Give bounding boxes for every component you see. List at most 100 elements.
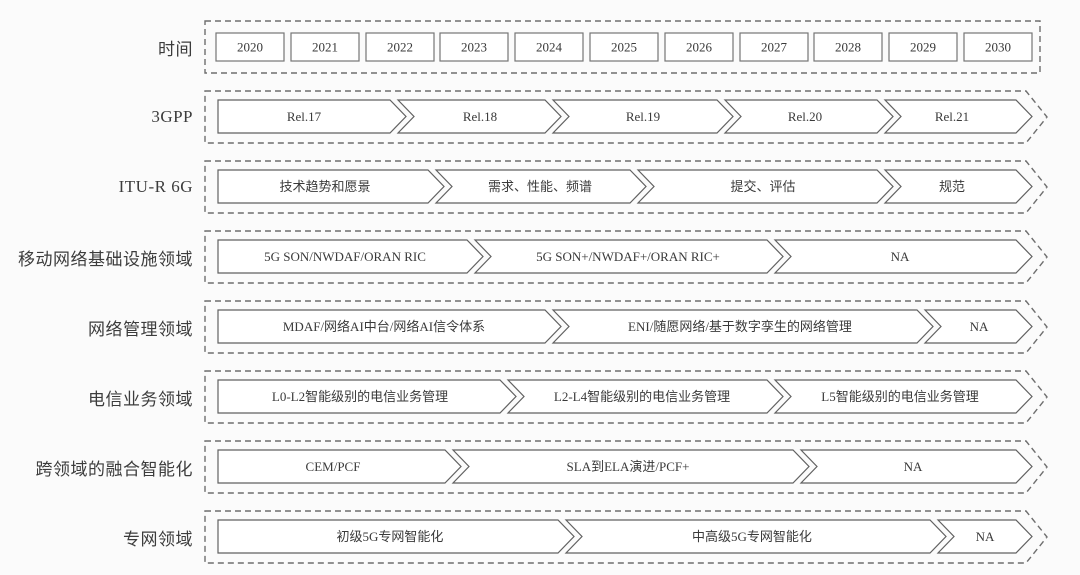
- year-box: 2023: [439, 32, 509, 62]
- arrow-shape: [396, 99, 562, 134]
- dashed-outline: [204, 370, 1048, 424]
- row-canvas: 2020 2021 2022 2023 2024: [204, 20, 1041, 74]
- year-box: 2026: [664, 32, 734, 62]
- arrow-segment: 技术趋势和愿景: [217, 169, 445, 204]
- arrow-segment: 提交、评估: [636, 169, 894, 204]
- year-label: 2024: [536, 40, 563, 55]
- arrow-segment: NA: [936, 519, 1033, 554]
- segment-label: NA: [904, 459, 923, 474]
- segment-label: 5G SON+/NWDAF+/ORAN RIC+: [536, 249, 720, 264]
- arrow-segment: NA: [773, 239, 1033, 274]
- arrow-segment: ENI/随愿网络/基于数字孪生的网络管理: [551, 309, 934, 344]
- dashed-outline: [204, 440, 1048, 494]
- arrow-shape: [217, 449, 462, 484]
- year-box-shape: [888, 32, 958, 62]
- row-content: 技术趋势和愿景 需求、性能、频谱 提交、评估 规范: [200, 159, 1080, 215]
- row-network-management: 网络管理领域 MDAF/网络AI中台/网络AI信令体系 ENI/随愿网络/基于数…: [0, 299, 1080, 355]
- arrow-shape: [923, 309, 1033, 344]
- segment-label: Rel.21: [935, 109, 969, 124]
- arrow-segment: CEM/PCF: [217, 449, 462, 484]
- arrow-segment: NA: [799, 449, 1033, 484]
- row-label: 电信业务领域: [88, 389, 193, 409]
- row-label: 专网领域: [123, 529, 193, 549]
- year-box: 2030: [963, 32, 1033, 62]
- dashed-outline: [204, 510, 1048, 564]
- arrow-shape: [773, 379, 1033, 414]
- arrow-shape: [564, 519, 947, 554]
- row-content: 2020 2021 2022 2023 2024: [200, 19, 1080, 75]
- row-label: ITU-R 6G: [118, 177, 193, 196]
- segment-label: 初级5G专网智能化: [337, 529, 444, 544]
- arrow-shape: [217, 309, 562, 344]
- year-box-shape: [439, 32, 509, 62]
- year-box-shape: [514, 32, 584, 62]
- row-mobile-network-infrastructure: 移动网络基础设施领域 5G SON/NWDAF/ORAN RIC 5G SON+…: [0, 229, 1080, 285]
- arrow-segment: Rel.17: [217, 99, 407, 134]
- row-canvas: L0-L2智能级别的电信业务管理 L2-L4智能级别的电信业务管理 L5智能级别…: [204, 370, 1048, 424]
- segment-label: Rel.19: [626, 109, 660, 124]
- year-label: 2028: [835, 40, 861, 55]
- segment-label: CEM/PCF: [306, 459, 361, 474]
- row-itu-r-6g: ITU-R 6G 技术趋势和愿景 需求、性能、频谱 提交、评估: [0, 159, 1080, 215]
- arrow-shape: [217, 379, 517, 414]
- segment-label: NA: [891, 249, 910, 264]
- year-box: 2021: [290, 32, 360, 62]
- arrow-shape: [217, 519, 575, 554]
- year-box: 2020: [215, 32, 285, 62]
- segment-label: L5智能级别的电信业务管理: [821, 389, 978, 404]
- row-label: 时间: [158, 39, 193, 59]
- segment-label: Rel.18: [463, 109, 497, 124]
- arrow-shape: [551, 309, 934, 344]
- arrow-segment: SLA到ELA演进/PCF+: [451, 449, 810, 484]
- row-label: 网络管理领域: [88, 319, 193, 339]
- year-box: 2028: [813, 32, 883, 62]
- arrow-shape: [799, 449, 1033, 484]
- row-canvas: Rel.17 Rel.18 Rel.19 Rel.20 Rel.21: [204, 90, 1048, 144]
- arrow-segment: 需求、性能、频谱: [434, 169, 647, 204]
- segment-label: L0-L2智能级别的电信业务管理: [272, 389, 448, 404]
- segment-label: 规范: [939, 179, 965, 194]
- segment-label: 提交、评估: [730, 179, 795, 194]
- row-canvas: 技术趋势和愿景 需求、性能、频谱 提交、评估 规范: [204, 160, 1048, 214]
- arrow-segment: 5G SON/NWDAF/ORAN RIC: [217, 239, 484, 274]
- arrow-segment: Rel.21: [883, 99, 1033, 134]
- arrow-shape: [451, 449, 810, 484]
- row-content: MDAF/网络AI中台/网络AI信令体系 ENI/随愿网络/基于数字孪生的网络管…: [200, 299, 1080, 355]
- row-private-network: 专网领域 初级5G专网智能化 中高级5G专网智能化 NA: [0, 509, 1080, 565]
- arrow-shape: [723, 99, 894, 134]
- row-content: Rel.17 Rel.18 Rel.19 Rel.20 Rel.21: [200, 89, 1080, 145]
- year-label: 2026: [686, 40, 713, 55]
- row-canvas: 初级5G专网智能化 中高级5G专网智能化 NA: [204, 510, 1048, 564]
- arrow-shape: [936, 519, 1033, 554]
- arrow-segment: Rel.19: [551, 99, 734, 134]
- dashed-outline: [204, 230, 1048, 284]
- row-label: 移动网络基础设施领域: [18, 249, 193, 269]
- year-box-shape: [215, 32, 285, 62]
- row-canvas: 5G SON/NWDAF/ORAN RIC 5G SON+/NWDAF+/ORA…: [204, 230, 1048, 284]
- arrow-shape: [434, 169, 647, 204]
- arrow-shape: [217, 169, 445, 204]
- arrow-segment: L2-L4智能级别的电信业务管理: [506, 379, 784, 414]
- year-box: 2024: [514, 32, 584, 62]
- segment-label: 技术趋势和愿景: [279, 179, 370, 194]
- segment-label: NA: [970, 319, 989, 334]
- arrow-shape: [473, 239, 784, 274]
- year-label: 2022: [387, 40, 413, 55]
- arrow-segment: NA: [923, 309, 1033, 344]
- dashed-outline: [204, 90, 1048, 144]
- segment-label: NA: [976, 529, 995, 544]
- arrow-shape: [883, 99, 1033, 134]
- arrow-segment: MDAF/网络AI中台/网络AI信令体系: [217, 309, 562, 344]
- segment-label: 中高级5G专网智能化: [692, 529, 812, 544]
- row-canvas: CEM/PCF SLA到ELA演进/PCF+ NA: [204, 440, 1048, 494]
- arrow-segment: Rel.18: [396, 99, 562, 134]
- arrow-segment: 初级5G专网智能化: [217, 519, 575, 554]
- segment-label: ENI/随愿网络/基于数字孪生的网络管理: [628, 319, 852, 334]
- row-label: 跨领域的融合智能化: [35, 459, 193, 479]
- year-box-shape: [664, 32, 734, 62]
- row-3gpp: 3GPP Rel.17 Rel.18 Rel.19 Rel.20: [0, 89, 1080, 145]
- arrow-segment: Rel.20: [723, 99, 894, 134]
- segment-label: Rel.20: [788, 109, 822, 124]
- dashed-outline: [204, 20, 1041, 74]
- year-box: 2022: [365, 32, 435, 62]
